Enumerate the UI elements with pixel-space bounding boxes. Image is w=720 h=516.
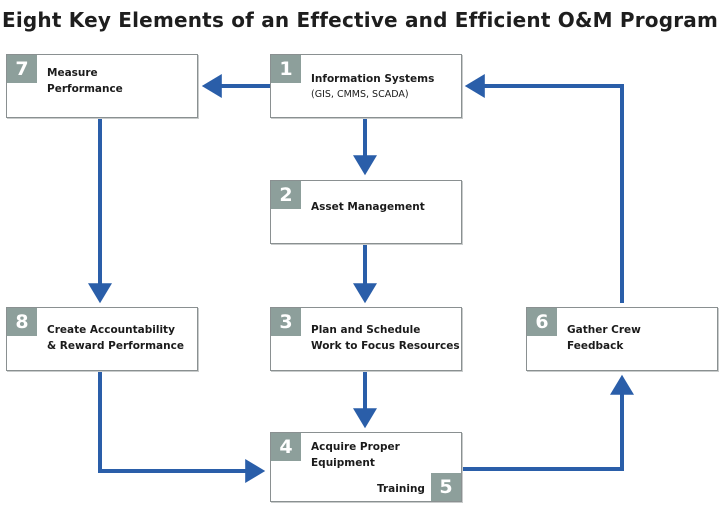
element-4-line2: Equipment — [311, 457, 375, 469]
element-2-label: Asset Management — [311, 201, 425, 213]
element-4-number: 4 — [271, 433, 301, 461]
element-1-box: 1 Information Systems (GIS, CMMS, SCADA) — [270, 54, 462, 118]
element-7-line1: Measure — [47, 67, 98, 79]
element-7-box: 7 Measure Performance — [6, 54, 198, 118]
element-5-label: Training — [377, 483, 425, 495]
element-8-number: 8 — [7, 308, 37, 336]
element-1-line2: (GIS, CMMS, SCADA) — [311, 89, 409, 100]
element-8-line1: Create Accountability — [47, 324, 175, 336]
element-2-box: 2 Asset Management — [270, 180, 462, 244]
element-6-line1: Gather Crew — [567, 324, 641, 336]
element-3-number: 3 — [271, 308, 301, 336]
element-3-box: 3 Plan and Schedule Work to Focus Resour… — [270, 307, 462, 371]
element-4-label: Acquire Proper Equipment — [311, 439, 400, 471]
arrow-8-to-4 — [98, 371, 266, 483]
element-1-number: 1 — [271, 55, 301, 83]
element-3-label: Plan and Schedule Work to Focus Resource… — [311, 322, 460, 354]
element-3-line2: Work to Focus Resources — [311, 340, 460, 352]
arrow-5-to-6 — [462, 374, 634, 471]
element-4-box: 4 Acquire Proper Equipment Training 5 — [270, 432, 462, 502]
element-6-box: 6 Gather Crew Feedback — [526, 307, 718, 371]
element-7-number: 7 — [7, 55, 37, 83]
element-1-line1: Information Systems — [311, 73, 435, 85]
arrow-6-to-1 — [464, 74, 624, 303]
element-7-line2: Performance — [47, 83, 123, 95]
element-5-number: 5 — [431, 473, 461, 501]
element-8-box: 8 Create Accountability & Reward Perform… — [6, 307, 198, 371]
element-8-line2: & Reward Performance — [47, 340, 184, 352]
diagram-title: Eight Key Elements of an Effective and E… — [1, 8, 719, 32]
element-2-number: 2 — [271, 181, 301, 209]
element-6-number: 6 — [527, 308, 557, 336]
element-6-line2: Feedback — [567, 340, 624, 352]
element-8-label: Create Accountability & Reward Performan… — [47, 322, 184, 354]
element-7-label: Measure Performance — [47, 65, 123, 97]
element-4-line1: Acquire Proper — [311, 441, 400, 453]
element-6-label: Gather Crew Feedback — [567, 322, 641, 354]
element-1-label: Information Systems (GIS, CMMS, SCADA) — [311, 71, 434, 103]
element-3-line1: Plan and Schedule — [311, 324, 421, 336]
